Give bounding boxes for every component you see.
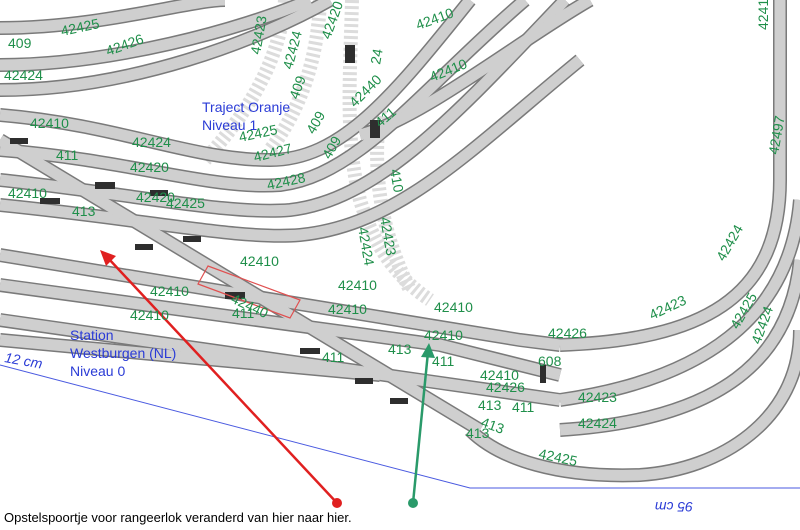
- track-code: 42410: [8, 185, 47, 201]
- rolling-stock: [10, 45, 546, 404]
- track-code: 409: [303, 108, 329, 136]
- station-labels: Traject Oranje Niveau 1 Station Westburg…: [3, 99, 693, 515]
- track-code: 42424: [713, 222, 746, 264]
- track-code: 42423: [377, 216, 400, 257]
- track-code: 42423: [578, 389, 617, 405]
- route-name: Traject Oranje: [202, 99, 290, 115]
- track-code: 42410: [328, 301, 367, 317]
- track-code: 413: [72, 203, 96, 219]
- caption-text: Opstelspoortje voor rangeerlok veranderd…: [4, 510, 352, 525]
- track-code: 42410: [434, 299, 473, 315]
- track-code: 42420: [136, 189, 175, 205]
- track-code: 42425: [237, 121, 279, 145]
- track-code: 42424: [578, 415, 617, 431]
- track-code: 411: [432, 353, 455, 369]
- station-level: Niveau 0: [70, 363, 125, 379]
- route-level: Niveau 1: [202, 117, 257, 133]
- station-title: Station: [70, 327, 114, 343]
- track-code: 42423: [247, 14, 270, 55]
- measure-bottom-label: 95 cm: [655, 499, 693, 515]
- track-code: 409: [286, 73, 309, 101]
- track-code: 42425: [166, 195, 205, 211]
- track-code: 42410: [130, 307, 169, 323]
- track-code: 42410: [480, 367, 519, 383]
- track-code: 42410: [30, 115, 69, 131]
- track-code: 608: [538, 353, 562, 369]
- track-code: 42426: [486, 379, 525, 395]
- track-code: 411: [512, 399, 535, 415]
- track-code: 411: [232, 305, 255, 321]
- red-arrow: [100, 250, 342, 508]
- track-code: 42428: [265, 169, 307, 193]
- track-code: 24: [367, 47, 385, 65]
- track-code: 413: [478, 397, 502, 413]
- track-code: 409: [8, 35, 32, 51]
- green-arrow: [408, 343, 435, 508]
- track-code: 411: [322, 349, 345, 365]
- track-code: 410: [387, 168, 407, 194]
- measure-lines: [0, 364, 800, 489]
- track-code: 42410: [240, 253, 279, 269]
- track-code: 42410: [338, 277, 377, 293]
- track-code: 42425: [59, 15, 101, 39]
- old-siding-highlight: [197, 265, 301, 319]
- measure-left-label: 12 cm: [3, 349, 44, 371]
- track-code: 42424: [355, 226, 378, 267]
- track-code: 42425: [537, 445, 579, 469]
- track-code: 413: [466, 425, 490, 441]
- track-code: 42410: [755, 0, 771, 30]
- track-code: 42410: [150, 283, 189, 299]
- track-code: 42426: [548, 325, 587, 341]
- track-code: 413: [479, 414, 507, 437]
- track-code: 42420: [130, 159, 169, 175]
- station-name: Westburgen (NL): [70, 345, 176, 361]
- track-code: 411: [56, 147, 79, 163]
- track-code: 42497: [765, 114, 788, 155]
- track-code: 413: [388, 341, 412, 357]
- track-code: 42424: [4, 67, 43, 83]
- track-rails: [0, 0, 800, 483]
- track-code: 42424: [132, 134, 171, 150]
- track-code: 42410: [424, 327, 463, 343]
- track-code: 42424: [279, 29, 305, 71]
